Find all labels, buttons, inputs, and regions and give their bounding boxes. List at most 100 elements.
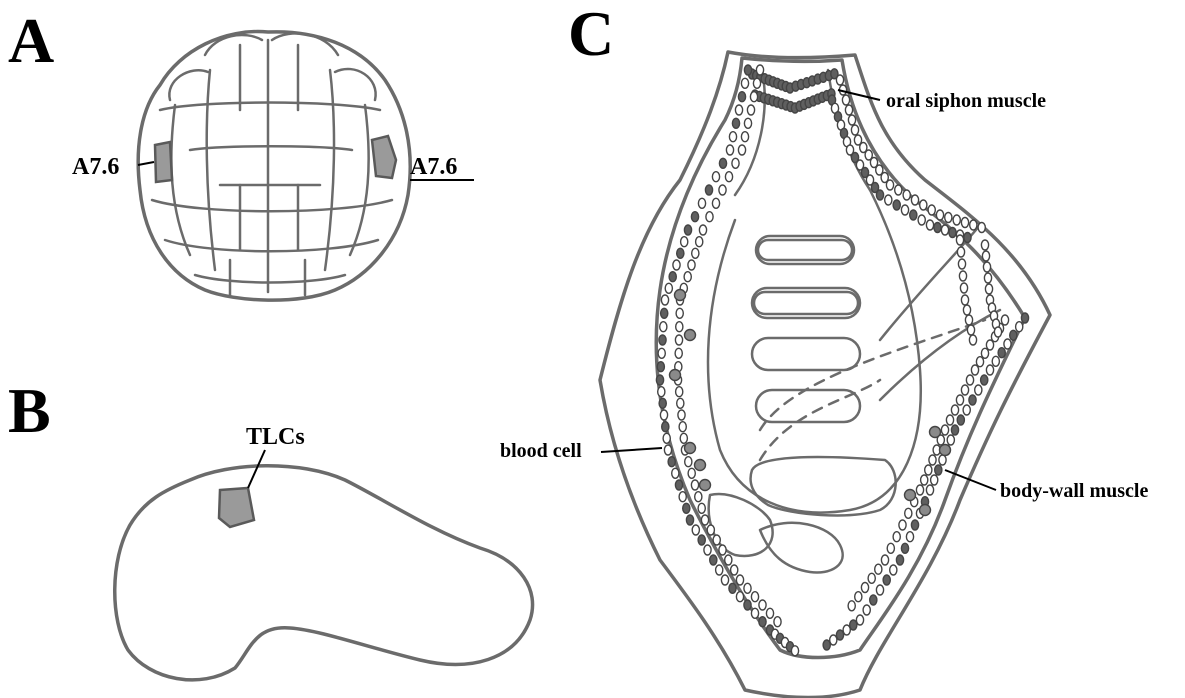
muscle-cell	[949, 228, 956, 238]
muscle-cell	[1004, 339, 1011, 349]
muscle-cell	[886, 180, 893, 190]
muscle-cell	[956, 235, 963, 245]
muscle-cell	[726, 145, 733, 155]
muscle-cell	[863, 605, 870, 615]
muscle-cell	[791, 646, 798, 656]
muscle-cell	[887, 543, 894, 553]
muscle-cell	[935, 465, 942, 475]
muscle-cell	[678, 410, 685, 420]
larva-b	[115, 466, 533, 680]
muscle-cell	[731, 565, 738, 575]
muscle-cell	[753, 78, 760, 88]
muscle-cell	[876, 585, 883, 595]
muscle-cell	[676, 387, 683, 397]
muscle-cell	[951, 405, 958, 415]
muscle-cell	[901, 205, 908, 215]
muscle-cell	[823, 640, 830, 650]
muscle-cell	[961, 385, 968, 395]
muscle-cell	[713, 535, 720, 545]
muscle-cell	[947, 435, 954, 445]
muscle-cell	[848, 601, 855, 611]
muscle-cell	[759, 600, 766, 610]
muscle-cell	[750, 92, 757, 102]
muscle-cell	[843, 625, 850, 635]
muscle-cell	[910, 210, 917, 220]
a76-left-cell	[155, 142, 172, 182]
muscle-cell	[692, 248, 699, 258]
muscle-cell	[966, 375, 973, 385]
tlcs-label: TLCs	[246, 424, 305, 450]
muscle-cell	[691, 480, 698, 490]
muscle-cell	[876, 190, 883, 200]
muscle-cell	[736, 592, 743, 602]
muscle-cell	[970, 220, 977, 230]
muscle-cell	[855, 592, 862, 602]
muscle-cell	[688, 468, 695, 478]
muscle-cell	[676, 322, 683, 332]
muscle-cell	[766, 608, 773, 618]
muscle-cell	[732, 158, 739, 168]
blood-cell-label: blood cell	[500, 440, 582, 462]
muscle-cell	[899, 520, 906, 530]
blood-cell	[920, 505, 931, 516]
muscle-cell	[751, 592, 758, 602]
muscle-cell	[920, 200, 927, 210]
muscle-cell	[741, 78, 748, 88]
muscle-cell	[969, 395, 976, 405]
muscle-cell	[747, 105, 754, 115]
muscle-cell	[656, 375, 663, 385]
muscle-cell	[706, 212, 713, 222]
muscle-cell	[951, 425, 958, 435]
muscle-cell	[738, 92, 745, 102]
blood-cell	[675, 290, 686, 301]
muscle-cell	[958, 259, 965, 269]
muscle-cell	[941, 425, 948, 435]
muscle-cell	[677, 398, 684, 408]
muscle-cell	[719, 185, 726, 195]
muscle-cell	[744, 118, 751, 128]
muscle-cell	[741, 132, 748, 142]
muscle-cell	[929, 455, 936, 465]
muscle-cell	[925, 465, 932, 475]
body-wall-muscle-label: body-wall muscle	[1000, 480, 1148, 502]
muscle-cell	[953, 215, 960, 225]
muscle-cell	[868, 573, 875, 583]
tlcs-cells	[219, 488, 254, 527]
blood-cell	[700, 480, 711, 491]
muscle-cell	[957, 247, 964, 257]
muscle-cell	[936, 210, 943, 220]
muscle-cell	[699, 225, 706, 235]
muscle-cell	[719, 545, 726, 555]
muscle-cell	[918, 215, 925, 225]
muscle-cell	[945, 213, 952, 223]
blood-cell	[930, 427, 941, 438]
blood-cell	[695, 460, 706, 471]
muscle-cell	[986, 365, 993, 375]
muscle-cell	[688, 260, 695, 270]
muscle-cell	[696, 237, 703, 247]
muscle-cell	[976, 357, 983, 367]
muscle-cell	[736, 575, 743, 585]
blood-cell	[685, 443, 696, 454]
muscle-cell	[675, 335, 682, 345]
muscle-cell	[685, 457, 692, 467]
muscle-cell	[875, 564, 882, 574]
muscle-cell	[705, 185, 712, 195]
muscle-cell	[661, 295, 668, 305]
muscle-cell	[961, 218, 968, 228]
muscle-cell	[895, 185, 902, 195]
muscle-cell-dots	[656, 65, 1028, 656]
muscle-cell	[712, 172, 719, 182]
muscle-cell	[661, 308, 668, 318]
muscle-cell	[994, 327, 1001, 337]
muscle-cell	[984, 273, 991, 283]
muscle-cell	[669, 272, 676, 282]
muscle-cell	[1001, 315, 1008, 325]
muscle-cell	[1016, 322, 1023, 332]
muscle-cell	[926, 220, 933, 230]
muscle-cell	[928, 205, 935, 215]
muscle-cell	[965, 315, 972, 325]
muscle-cell	[738, 145, 745, 155]
